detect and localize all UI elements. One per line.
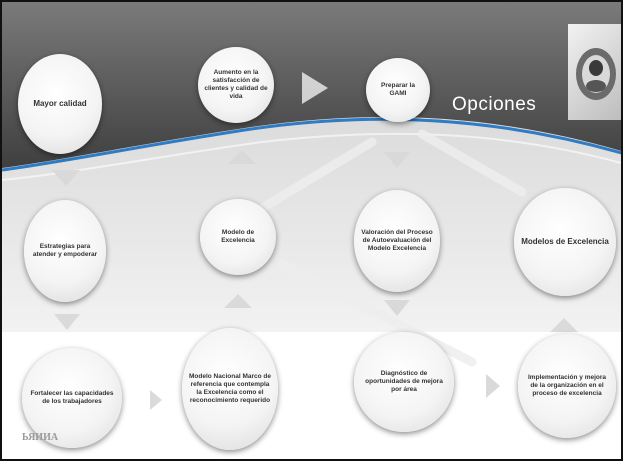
arrow-down-left-1 — [52, 170, 80, 186]
node-8: Fortalecer las capacidades de los trabaj… — [22, 348, 122, 448]
connector-1 — [259, 137, 377, 212]
arrow-down-right-2 — [384, 300, 410, 316]
node-2: Aumento en la satisfacción de clientes y… — [198, 47, 274, 123]
node-9: Modelo Nacional Marco de referencia que … — [182, 328, 278, 450]
node-10: Diagnóstico de oportunidades de mejora p… — [354, 332, 454, 432]
node-3: Preparar la GAMI — [366, 58, 430, 122]
portrait-logo — [568, 24, 621, 120]
connector-3 — [277, 259, 477, 367]
arrow-up-far-right — [550, 318, 578, 332]
slide-title: Opciones — [452, 94, 537, 115]
portrait-icon — [576, 48, 616, 100]
arrow-right-bottom-2 — [486, 374, 500, 398]
node-1: Mayor calidad — [18, 54, 102, 154]
arrow-down-right-1 — [384, 152, 410, 168]
arrow-down-left-2 — [54, 314, 80, 330]
node-5: Modelo de Excelencia — [200, 199, 276, 275]
arrow-right-top — [302, 72, 328, 104]
node-4: Estrategias para atender y empoderar — [24, 200, 106, 302]
arrow-up-center-2 — [224, 294, 252, 308]
node-7: Modelos de Excelencia — [514, 188, 616, 296]
arrow-right-bottom-1 — [150, 390, 162, 410]
connector-2 — [417, 129, 527, 197]
footer-logo: ЬЯИИА — [22, 432, 59, 443]
node-6: Valoración del Proceso de Autoevaluación… — [354, 190, 440, 292]
arrow-up-center-1 — [228, 150, 256, 164]
node-11: Implementación y mejora de la organizaci… — [518, 334, 616, 438]
